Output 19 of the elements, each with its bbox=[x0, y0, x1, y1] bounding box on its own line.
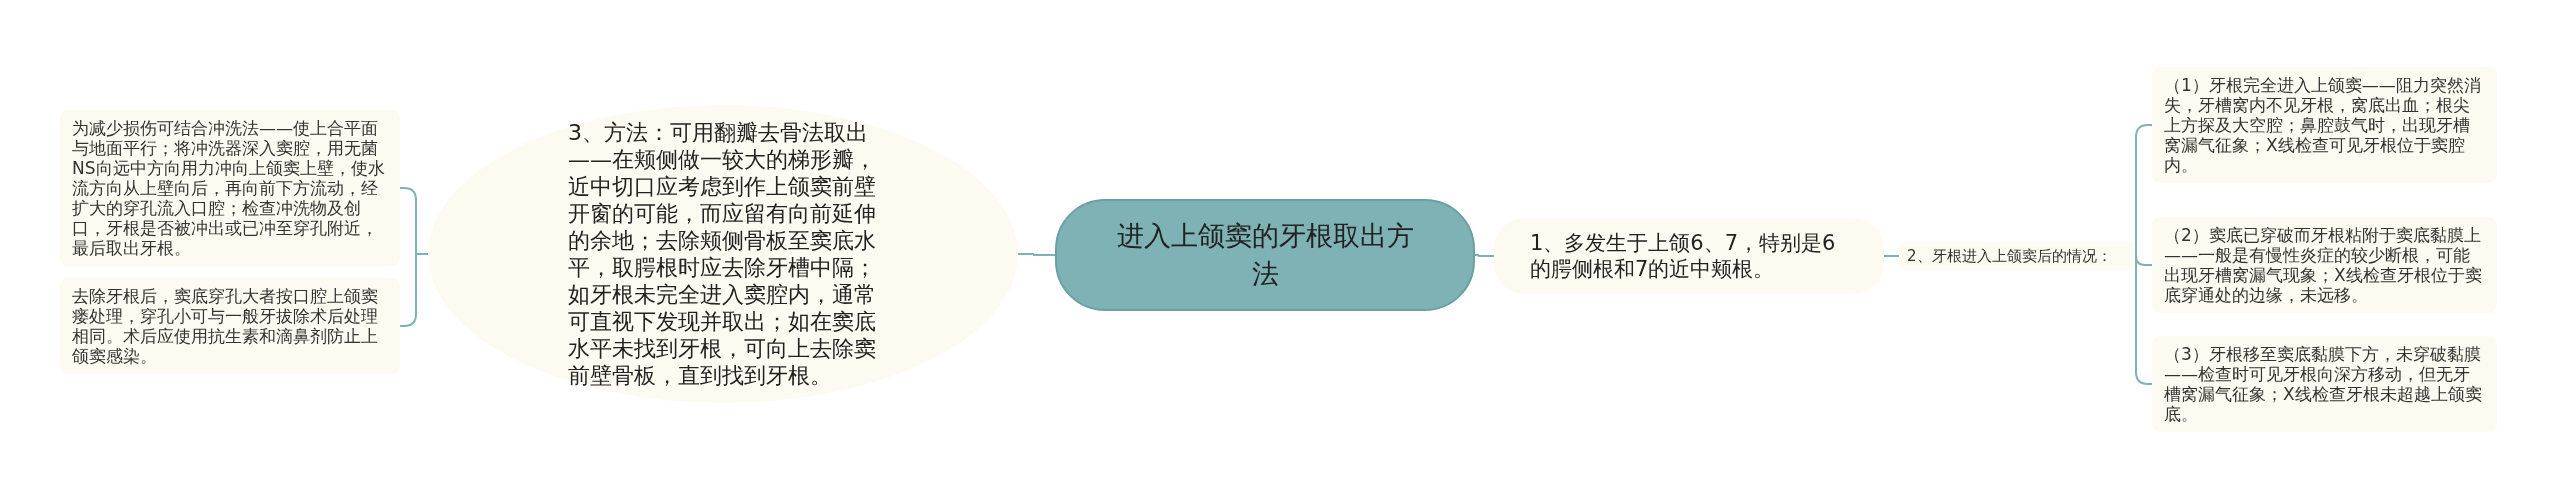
topic-card bbox=[60, 110, 400, 266]
connector-line bbox=[1883, 255, 1900, 257]
topic-text: （3）牙根移至窦底黏膜下方，未穿破黏膜——检查时可见牙根向深方移动，但无牙槽窝漏气征象；X线检查牙根未超越上颌窦底。 bbox=[2164, 344, 2483, 424]
topic-card bbox=[2152, 67, 2497, 183]
topic-text: 去除牙根后，窦底穿孔大者按口腔上颌窦瘘处理，穿孔小可与一般牙拔除术后处理相同。术后应使用抗生素和滴鼻剂防止上颌窦感染。 bbox=[72, 286, 379, 366]
connector-line bbox=[1474, 254, 1495, 257]
topic-card bbox=[2152, 336, 2497, 432]
topic-text: 1、多发生于上颌6、7，特别是6的腭侧根和7的近中颊根。 bbox=[1530, 230, 1837, 282]
topic-text: 2、牙根进入上颌窦后的情况： bbox=[1907, 246, 2113, 266]
topic-card bbox=[2152, 217, 2497, 313]
topic-card bbox=[60, 278, 400, 374]
topic-text: 3、方法：可用翻瓣去骨法取出——在颊侧做一较大的梯形瓣，近中切口应考虑到作上颌窦前壁开窗的可能，而应留有向前延伸的余地；去除颊侧骨板至窦底水平，取腭根时应去除牙槽中隔；如牙根未完全进入窦腔内，通常可直视下发现并取出；如在窦底水平未找到牙根，可向上去除窦前壁骨板，直到找到牙根。 bbox=[568, 119, 877, 389]
topic-text: （1）牙根完全进入上颌窦——阻力突然消失，牙槽窝内不见牙根，窝底出血；根尖上方探及大空腔；鼻腔鼓气时，出现牙槽窝漏气征象；X线检查可见牙根位于窦腔内。 bbox=[2164, 75, 2482, 175]
topic-text: （2）窦底已穿破而牙根粘附于窦底黏膜上——一般是有慢性炎症的较少断根，可能出现牙槽窝漏气现象；X线检查牙根位于窦底穿通处的边缘，未远移。 bbox=[2164, 225, 2483, 305]
topic-text: 进入上颌窦的牙根取出方法 bbox=[1115, 219, 1415, 291]
topic-label bbox=[1899, 242, 2135, 270]
topic-pill bbox=[1494, 218, 1884, 294]
topic-text: 为减少损伤可结合冲洗法——使上合平面与地面平行；将冲洗器深入窦腔，用无菌NS向远中方向用力冲向上颌窦上壁，使水流方向从上壁向后，再向前下方流动，经扩大的穿孔流入口腔；检查冲洗物及创口，牙根是否被冲出或已冲至穿孔附近，最后取出牙根。 bbox=[72, 118, 386, 258]
connector-line bbox=[1017, 253, 1056, 256]
